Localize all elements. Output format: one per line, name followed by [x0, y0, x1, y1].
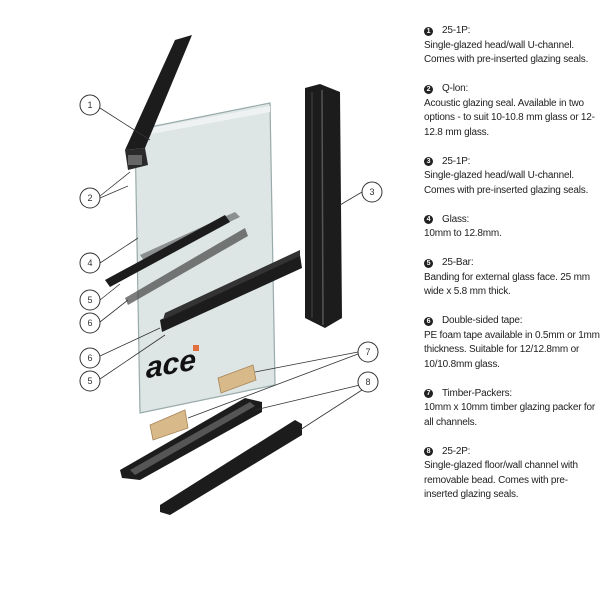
legend-item: 6 Double-sided tape: PE foam tape availabl…	[424, 314, 600, 372]
number-badge-icon: 6	[424, 316, 433, 326]
svg-text:6: 6	[88, 353, 93, 363]
legend-item: 2 Q-lon: Acoustic glazing seal. Available …	[424, 82, 600, 140]
svg-text:3: 3	[370, 187, 375, 197]
svg-text:1: 1	[88, 100, 93, 110]
number-badge-icon: 8	[424, 447, 433, 457]
legend-title: Timber-Packers:	[442, 387, 512, 399]
legend-title: Glass:	[442, 213, 470, 225]
bar-profile	[105, 215, 230, 287]
svg-text:2: 2	[88, 193, 93, 203]
legend-item: 8 25-2P: Single-glazed floor/wall channel …	[424, 445, 600, 503]
legend-title: Double-sided tape:	[442, 315, 523, 326]
legend-title: 25-2P:	[442, 445, 471, 457]
bar-profile	[160, 255, 302, 332]
tape-strip	[125, 228, 248, 305]
legend-item: 3 25-1P: Single-glazed head/wall U-channel…	[424, 155, 600, 199]
svg-text:8: 8	[366, 377, 371, 387]
right-channel	[305, 84, 342, 328]
legend-title: 25-1P:	[442, 25, 471, 36]
legend-description: 10mm to 12.8mm.	[424, 228, 502, 239]
bottom-channel	[120, 398, 302, 515]
callout-3: 3	[361, 181, 383, 203]
svg-text:5: 5	[88, 376, 93, 386]
legend-item: 7 Timber-Packers: 10mm x 10mm timber glazi…	[424, 387, 600, 431]
number-badge-icon: 4	[424, 215, 433, 225]
callout-1: 1	[79, 94, 101, 116]
number-badge-icon: 5	[424, 258, 433, 268]
legend-title: 25-Bar:	[442, 257, 474, 268]
legend-description: Single-glazed head/wall U-channel. Comes…	[424, 39, 589, 66]
legend-title: 25-1P:	[442, 155, 471, 167]
callout-5b: 5	[79, 370, 101, 392]
callout-6: 6	[79, 312, 101, 334]
legend-title: Q-lon:	[442, 83, 469, 94]
top-channel	[125, 35, 192, 170]
legend-item: 1 25-1P: Single-glazed head/wall U-channel…	[424, 24, 600, 68]
legend-description: Single-glazed head/wall U-channel. Comes…	[424, 170, 589, 196]
legend-description: PE foam tape available in 0.5mm or 1mm t…	[424, 329, 600, 370]
callout-4: 4	[79, 252, 101, 274]
callout-8: 8	[357, 371, 379, 393]
diagram-canvas: ace 1 2 3 4 5 6 6 5 7 8	[79, 35, 383, 515]
component-legend: 1 25-1P: Single-glazed head/wall U-channel…	[424, 24, 600, 517]
callout-2: 2	[79, 187, 101, 209]
bar-profile	[163, 250, 300, 320]
number-badge-icon: 1	[424, 26, 433, 36]
legend-description: Single-glazed floor/wall channel with re…	[424, 460, 578, 500]
number-badge-icon: 3	[424, 157, 433, 167]
callout-7: 7	[357, 341, 379, 363]
legend-description: 10mm x 10mm timber glazing packer for al…	[424, 402, 595, 428]
callout-5: 5	[79, 289, 101, 311]
svg-text:4: 4	[88, 258, 93, 268]
svg-text:5: 5	[88, 295, 93, 305]
callouts: 1 2 3 4 5 6 6 5 7 8	[79, 94, 383, 431]
legend-item: 5 25-Bar: Banding for external glass face.…	[424, 256, 600, 300]
legend-description: Banding for external glass face. 25 mm w…	[424, 271, 590, 298]
callout-6b: 6	[79, 347, 101, 369]
number-badge-icon: 7	[424, 389, 433, 399]
number-badge-icon: 2	[424, 84, 433, 94]
svg-text:6: 6	[88, 318, 93, 328]
timber-packer	[149, 364, 257, 441]
legend-description: Acoustic glazing seal. Available in two …	[424, 97, 595, 138]
svg-text:7: 7	[366, 347, 371, 357]
legend-item: 4 Glass: 10mm to 12.8mm.	[424, 213, 600, 242]
